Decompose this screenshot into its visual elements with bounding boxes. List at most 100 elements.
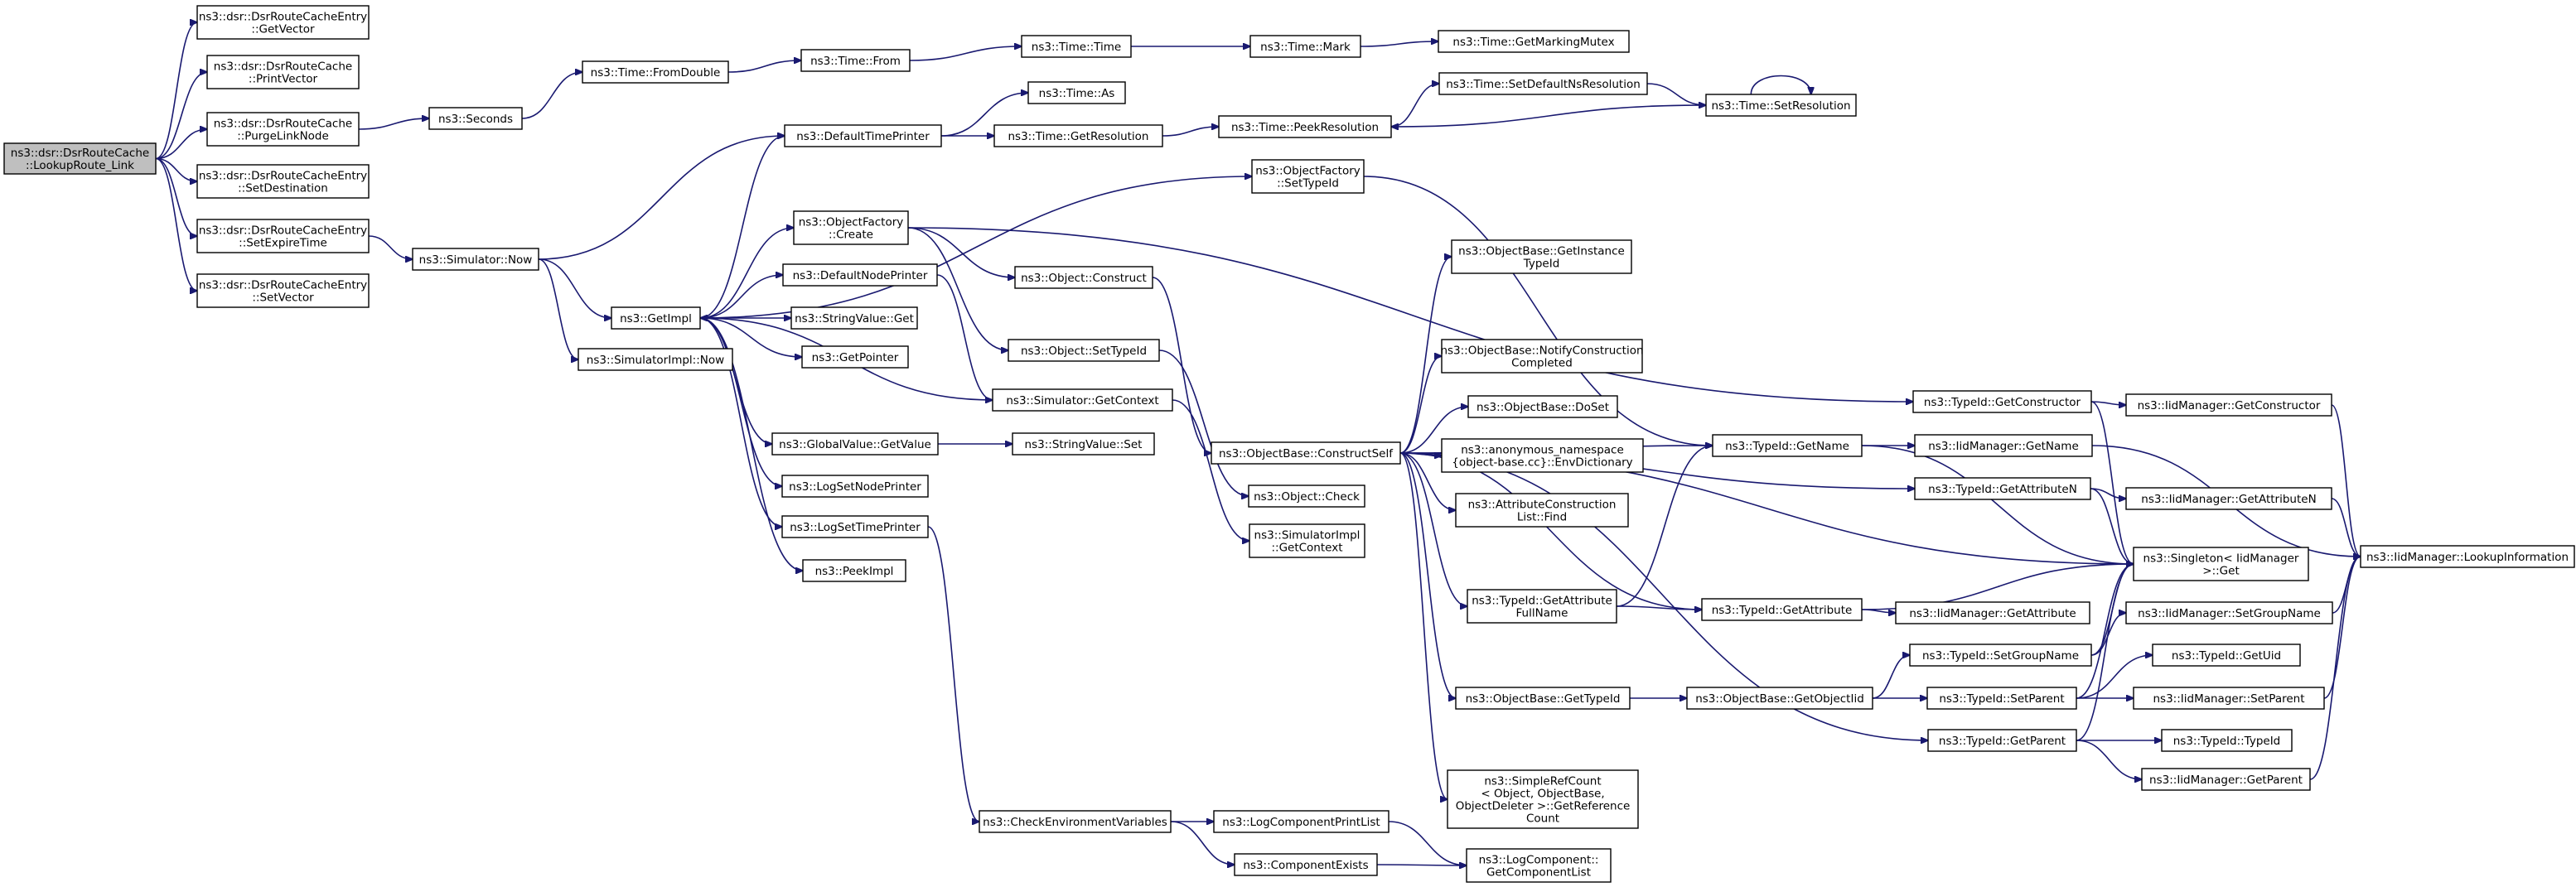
node-objectbase-getobjectiid[interactable]: ns3::ObjectBase::GetObjectIid (1686, 687, 1873, 710)
node-getpointer[interactable]: ns3::GetPointer (801, 345, 909, 369)
node-time-time[interactable]: ns3::Time::Time (1021, 35, 1132, 58)
node-iidmanager-getattribute[interactable]: ns3::IidManager::GetAttribute (1895, 601, 2090, 624)
node-seconds[interactable]: ns3::Seconds (428, 107, 523, 130)
node-iidmanager-lookupinformation[interactable]: ns3::IidManager::LookupInformation (2360, 545, 2575, 568)
node-time-peekresolution[interactable]: ns3::Time::PeekResolution (1218, 115, 1392, 138)
edge-object_settypeid-to-object_check (1158, 349, 1249, 496)
node-rce-getvector[interactable]: ns3::dsr::DsrRouteCacheEntry::GetVector (196, 5, 370, 40)
node-typeid-getattribute[interactable]: ns3::TypeId::GetAttribute (1701, 598, 1863, 621)
node-iidmanager-setparent[interactable]: ns3::IidManager::SetParent (2133, 687, 2325, 710)
node-iidmanager-getparent[interactable]: ns3::IidManager::GetParent (2141, 768, 2311, 791)
node-label-line: ::SetVector (252, 292, 314, 305)
node-typeid-setgroupname[interactable]: ns3::TypeId::SetGroupName (1909, 644, 2092, 667)
node-simulatorimpl-getcontext[interactable]: ns3::SimulatorImpl::GetContext (1249, 523, 1365, 558)
node-typeid-getconstructor[interactable]: ns3::TypeId::GetConstructor (1912, 390, 2092, 413)
node-time-getresolution[interactable]: ns3::Time::GetResolution (993, 124, 1163, 147)
node-label-line: ns3::SimpleRefCount (1484, 775, 1601, 788)
node-objectbase-notifyconstructioncompleted[interactable]: ns3::ObjectBase::NotifyConstructionCompl… (1440, 339, 1644, 374)
node-anon-envdictionary[interactable]: ns3::anonymous_namespace{object-base.cc}… (1441, 438, 1644, 473)
edge-objectbase_constructself-to-objectbase_doset (1399, 407, 1468, 454)
node-stringvalue-set[interactable]: ns3::StringValue::Set (1012, 432, 1155, 456)
node-label-line: ns3::DefaultNodePrinter (793, 269, 928, 282)
edge-root-to-rc_purgelinknode (155, 129, 207, 160)
node-rc-printvector[interactable]: ns3::dsr::DsrRouteCache::PrintVector (206, 55, 360, 89)
node-logcomponentprintlist[interactable]: ns3::LogComponentPrintList (1213, 810, 1389, 833)
node-objectbase-gettypeid[interactable]: ns3::ObjectBase::GetTypeId (1455, 687, 1631, 710)
node-object-construct[interactable]: ns3::Object::Construct (1014, 266, 1153, 289)
node-logsettimeprinter[interactable]: ns3::LogSetTimePrinter (781, 515, 929, 538)
node-checkenvironmentvariables[interactable]: ns3::CheckEnvironmentVariables (979, 810, 1172, 833)
edge-logsettimeprinter-to-checkenvironmentvariables (927, 526, 979, 822)
edge-simulator_now-to-getimpl (538, 258, 611, 318)
node-simplerefcount-getreferencecount[interactable]: ns3::SimpleRefCount< Object, ObjectBase,… (1447, 769, 1639, 829)
node-stringvalue-get[interactable]: ns3::StringValue::Get (790, 306, 918, 330)
node-box (1926, 687, 2077, 710)
node-object-settypeid[interactable]: ns3::Object::SetTypeId (1008, 339, 1160, 362)
node-time-mark[interactable]: ns3::Time::Mark (1249, 35, 1361, 58)
node-object-check[interactable]: ns3::Object::Check (1248, 484, 1365, 508)
node-box (1712, 434, 1863, 457)
node-rce-setvector[interactable]: ns3::dsr::DsrRouteCacheEntry::SetVector (196, 273, 370, 308)
node-typeid-setparent[interactable]: ns3::TypeId::SetParent (1926, 687, 2077, 710)
node-box (1218, 115, 1392, 138)
node-iidmanager-getconstructor[interactable]: ns3::IidManager::GetConstructor (2125, 393, 2332, 417)
node-logsetnodeprinter[interactable]: ns3::LogSetNodePrinter (781, 475, 929, 498)
node-typeid-typeid[interactable]: ns3::TypeId::TypeId (2161, 729, 2293, 752)
node-iidmanager-setgroupname[interactable]: ns3::IidManager::SetGroupName (2125, 601, 2333, 624)
edge-simulator_now-to-defaulttimeprinter (538, 136, 785, 260)
node-box (1441, 339, 1643, 374)
node-time-fromdouble[interactable]: ns3::Time::FromDouble (582, 60, 729, 84)
node-box (196, 273, 370, 308)
node-label-line: ::LookupRoute_Link (26, 159, 134, 172)
node-box (784, 124, 942, 147)
node-singleton-get[interactable]: ns3::Singleton< IidManager>::Get (2133, 547, 2309, 581)
edge-checkenvironmentvariables-to-componentexists (1170, 821, 1235, 865)
node-objectbase-constructself[interactable]: ns3::ObjectBase::ConstructSelf (1211, 441, 1401, 465)
node-root[interactable]: ns3::dsr::DsrRouteCache::LookupRoute_Lin… (3, 142, 157, 175)
edge-getimpl-to-defaultnodeprinter (699, 275, 783, 319)
edge-time_setresolution-to-time_setresolution (1750, 75, 1810, 95)
edge-objectbase_constructself-to-typeid_getattribute (1399, 452, 1702, 610)
node-objectfactory-create[interactable]: ns3::ObjectFactory::Create (793, 210, 909, 245)
node-peekimpl[interactable]: ns3::PeekImpl (802, 559, 906, 582)
node-label-line: ns3::anonymous_namespace (1461, 444, 1624, 457)
node-time-setdefaultnsresolution[interactable]: ns3::Time::SetDefaultNsResolution (1438, 72, 1648, 95)
node-logcomponent-getcomponentlist[interactable]: ns3::LogComponent::GetComponentList (1466, 848, 1612, 883)
node-typeid-getparent[interactable]: ns3::TypeId::GetParent (1927, 729, 2077, 752)
node-defaultnodeprinter[interactable]: ns3::DefaultNodePrinter (782, 263, 938, 287)
node-box (1012, 432, 1155, 456)
node-label-line: ns3::Time::FromDouble (591, 66, 721, 80)
node-box (781, 515, 929, 538)
node-typeid-getuid[interactable]: ns3::TypeId::GetUid (2152, 644, 2301, 667)
node-simulator-getcontext[interactable]: ns3::Simulator::GetContext (992, 388, 1173, 412)
node-time-getmarkingmutex[interactable]: ns3::Time::GetMarkingMutex (1438, 30, 1630, 53)
node-rc-purgelinknode[interactable]: ns3::dsr::DsrRouteCache::PurgeLinkNode (206, 112, 360, 147)
node-getimpl[interactable]: ns3::GetImpl (611, 306, 701, 330)
node-box (1438, 30, 1630, 53)
node-time-from[interactable]: ns3::Time::From (800, 49, 911, 72)
node-defaulttimeprinter[interactable]: ns3::DefaultTimePrinter (784, 124, 942, 147)
node-objectfactory-settypeid[interactable]: ns3::ObjectFactory::SetTypeId (1251, 159, 1365, 194)
node-time-setresolution[interactable]: ns3::Time::SetResolution (1705, 94, 1857, 117)
node-simulator-now[interactable]: ns3::Simulator::Now (412, 248, 539, 271)
node-objectbase-doset[interactable]: ns3::ObjectBase::DoSet (1467, 395, 1618, 418)
node-typeid-getattributen[interactable]: ns3::TypeId::GetAttributeN (1914, 477, 2091, 500)
node-label-line: ::SetExpireTime (239, 237, 327, 250)
node-globalvalue-getvalue[interactable]: ns3::GlobalValue::GetValue (771, 432, 939, 456)
node-iidmanager-getattributen[interactable]: ns3::IidManager::GetAttributeN (2125, 487, 2332, 510)
node-iidmanager-getname[interactable]: ns3::IidManager::GetName (1914, 434, 2093, 457)
node-rce-setexpiretime[interactable]: ns3::dsr::DsrRouteCacheEntry::SetExpireT… (196, 219, 370, 253)
node-box (2133, 687, 2325, 710)
edge-root-to-rce_setexpiretime (155, 157, 197, 237)
node-rce-setdestination[interactable]: ns3::dsr::DsrRouteCacheEntry::SetDestina… (196, 164, 370, 199)
node-componentexists[interactable]: ns3::ComponentExists (1234, 853, 1378, 876)
node-typeid-getname[interactable]: ns3::TypeId::GetName (1712, 434, 1863, 457)
node-simulatorimpl-now[interactable]: ns3::SimulatorImpl::Now (578, 348, 733, 371)
node-time-as[interactable]: ns3::Time::As (1027, 81, 1126, 104)
node-box (1234, 853, 1378, 876)
node-box (582, 60, 729, 84)
edge-simulator_now-to-simulatorimpl_now (538, 258, 578, 359)
